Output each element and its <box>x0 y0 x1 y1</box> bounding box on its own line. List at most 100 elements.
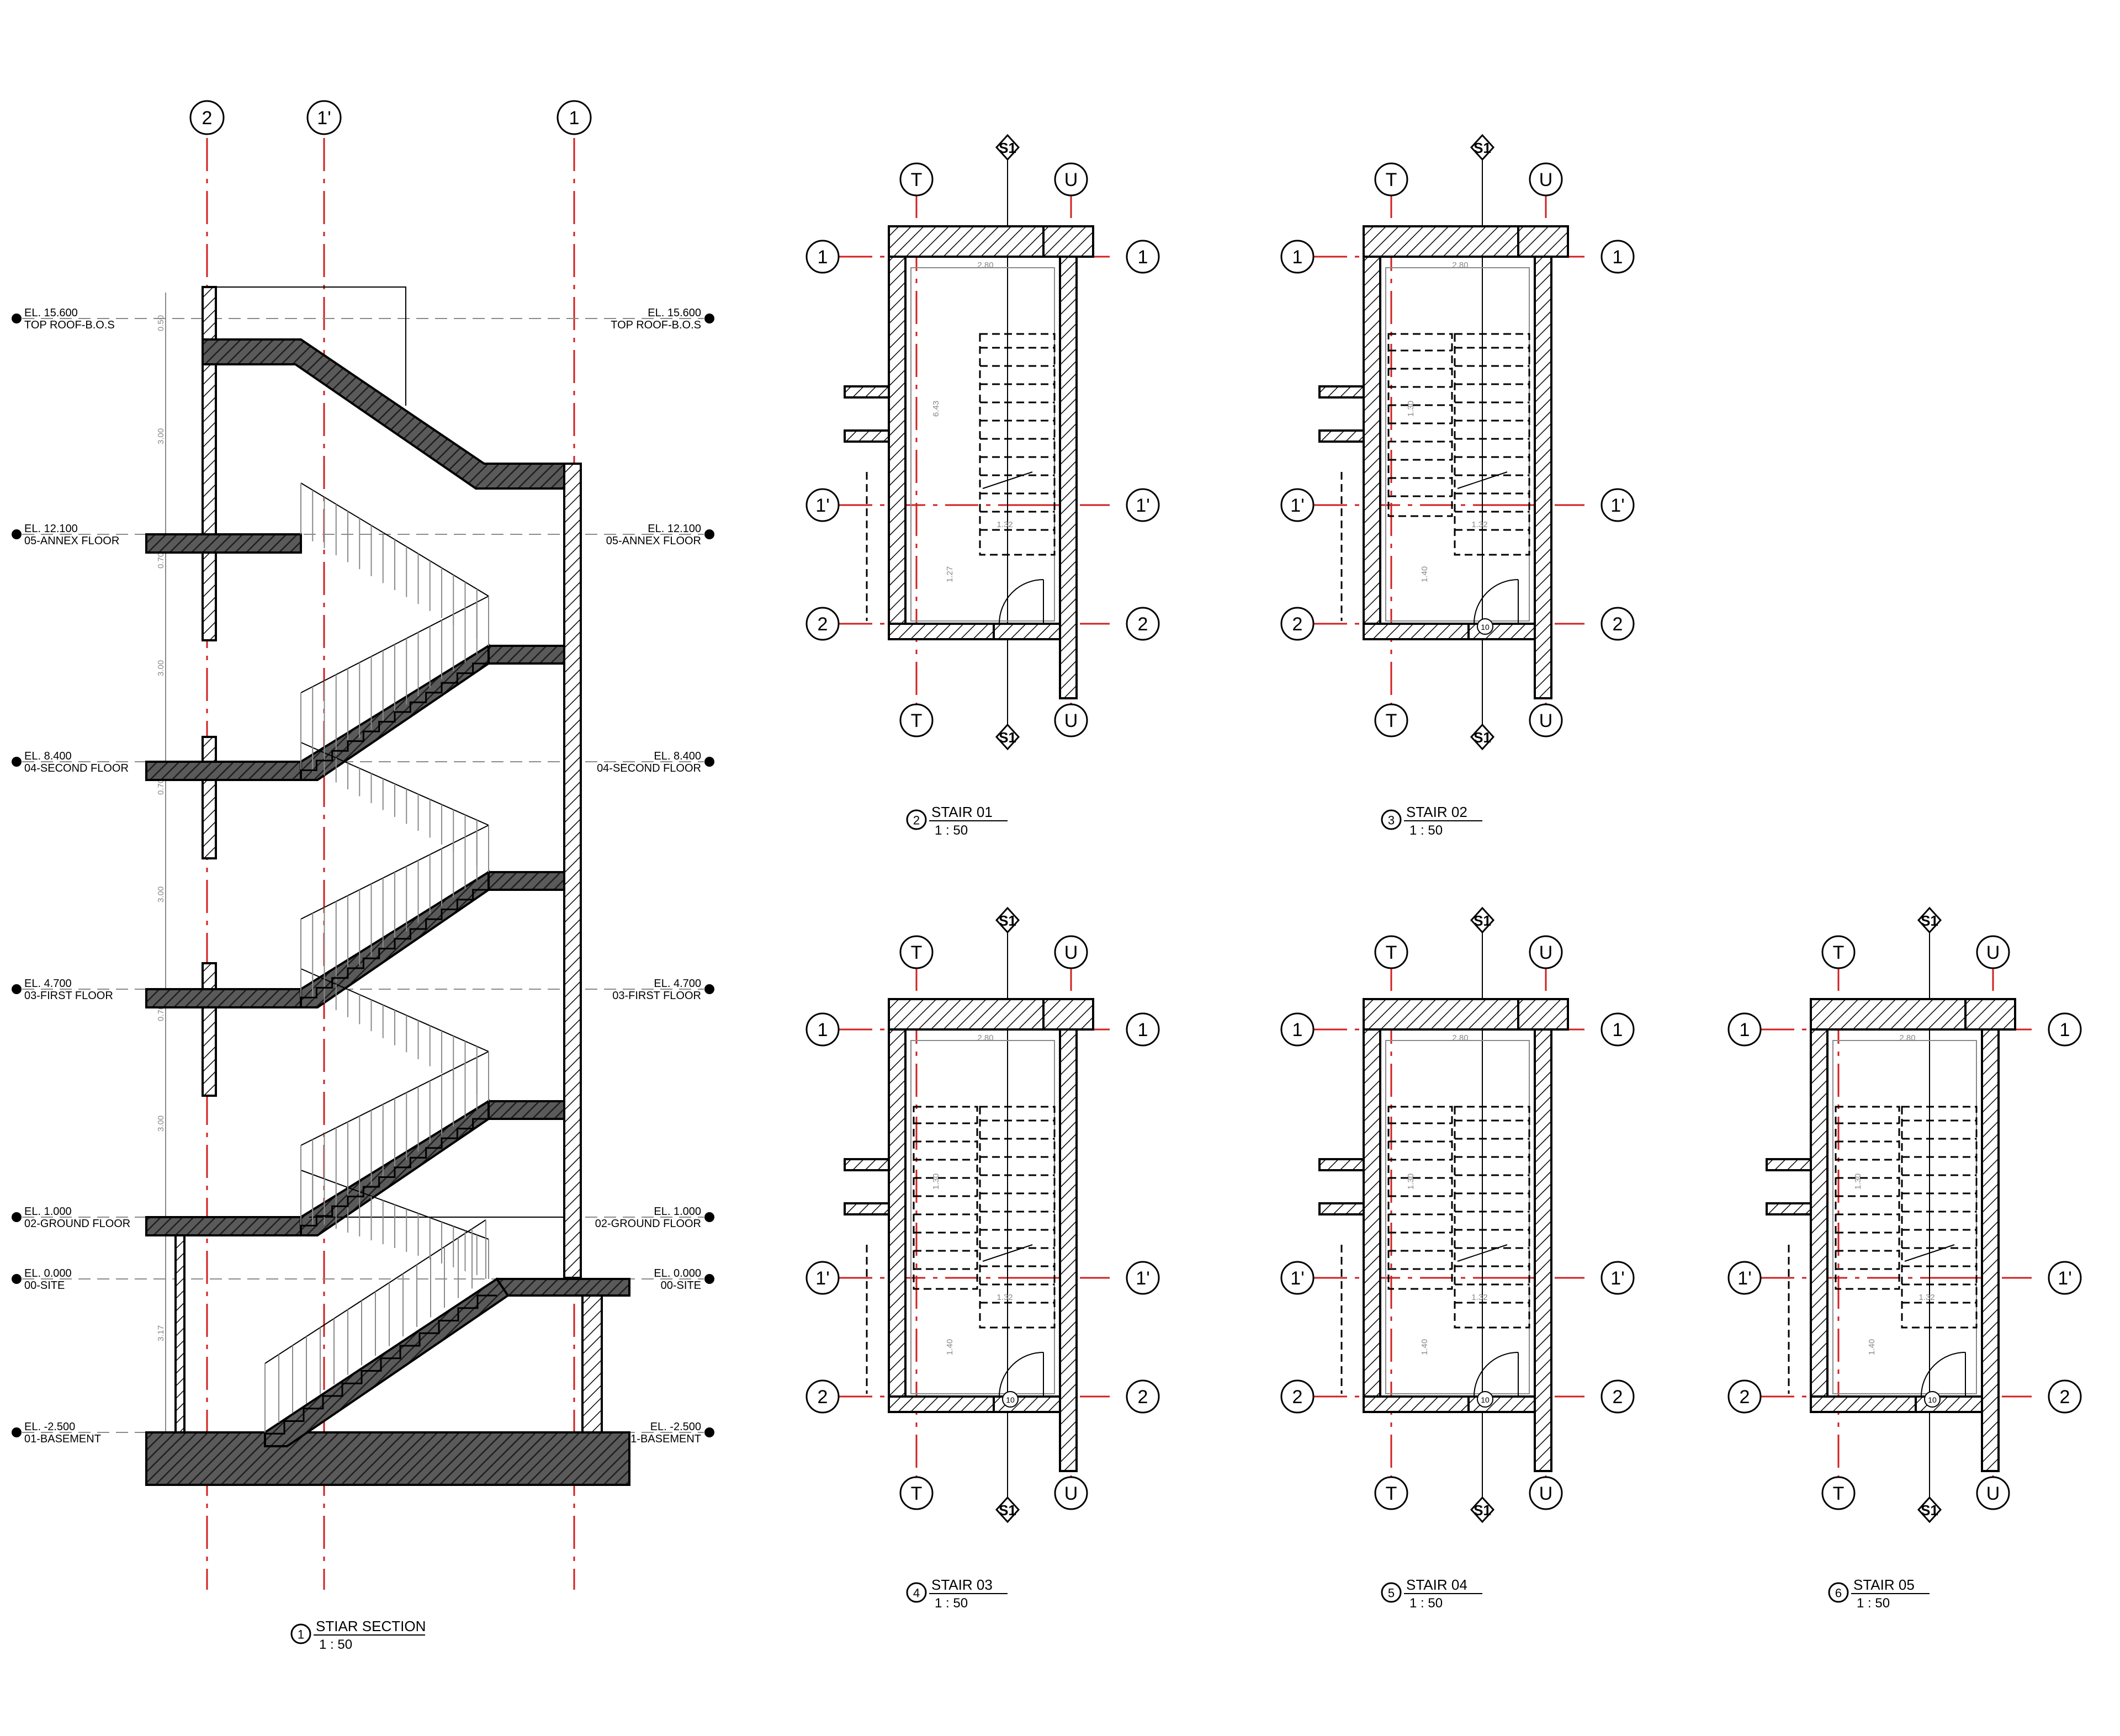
drawing-line <box>1470 134 1495 161</box>
grid-bubble-col[interactable]: U <box>1054 1476 1088 1510</box>
level-marker-annex-left: EL. 12.100 05-ANNEX FLOOR <box>12 523 119 547</box>
grid-bubble-col[interactable]: T <box>1374 935 1408 969</box>
grid-bubble-col[interactable]: T <box>899 162 934 197</box>
grid-bubble-row[interactable]: 1' <box>1727 1261 1762 1295</box>
section-mark-tag[interactable]: S1 <box>1470 723 1495 751</box>
grid-bubble-row[interactable]: 1' <box>1126 488 1160 522</box>
grid-bubble-row[interactable]: 1 <box>1280 240 1315 274</box>
stair-steps <box>300 1118 489 1235</box>
grid-bubble-row[interactable]: 1 <box>1126 1012 1160 1047</box>
section-grid-bubble-1prime[interactable]: 1' <box>306 100 342 135</box>
grid-bubble-row[interactable]: 1' <box>805 1261 840 1295</box>
section-mark-tag[interactable]: S1 <box>995 906 1020 934</box>
grid-bubble-col[interactable]: T <box>1821 1476 1856 1510</box>
grid-bubble-row[interactable]: 2 <box>1600 1379 1635 1414</box>
grid-bubble-row[interactable]: 1' <box>1600 1261 1635 1295</box>
door[interactable] <box>999 579 1044 624</box>
grid-bubble-col[interactable]: U <box>1976 935 2010 969</box>
grid-bubble-row[interactable]: 2 <box>1126 1379 1160 1414</box>
section-mark-tag[interactable]: S1 <box>995 134 1020 161</box>
grid-bubble-row[interactable]: 2 <box>1280 607 1315 641</box>
bottom-wall <box>888 623 1000 640</box>
drawing-line <box>1727 1379 1762 1414</box>
drawing-line <box>1821 935 1856 969</box>
grid-bubble-row[interactable]: 2 <box>1600 607 1635 641</box>
section-mark-tag[interactable]: S1 <box>1470 906 1495 934</box>
grid-bubble-col[interactable]: T <box>1374 703 1408 737</box>
grid-bubble-row[interactable]: 2 <box>1280 1379 1315 1414</box>
grid-label: 2 <box>202 108 213 129</box>
view-scale: 1 : 50 <box>935 1596 968 1611</box>
section-dimension-chain: 0.50 3.00 0.70 3.00 0.70 3.00 0.70 3.00 … <box>156 293 166 1432</box>
grid-bubble-row[interactable]: 1' <box>1126 1261 1160 1295</box>
grid-bubble-row[interactable]: 2 <box>805 1379 840 1414</box>
grid-bubble-col[interactable]: U <box>1529 703 1563 737</box>
door[interactable] <box>1474 1352 1519 1397</box>
grid-bubble-col[interactable]: T <box>899 703 934 737</box>
grid-bubble-row[interactable]: 1' <box>805 488 840 522</box>
grid-bubble-col[interactable]: T <box>899 935 934 969</box>
grid-label: U <box>1539 710 1553 731</box>
grid-bubble-row[interactable]: 2 <box>1126 607 1160 641</box>
grid-bubble-col[interactable]: U <box>1529 1476 1563 1510</box>
dimension-depth: 6.43 <box>931 401 941 417</box>
grid-bubble-col[interactable]: U <box>1529 935 1563 969</box>
grid-label: 1 <box>1292 247 1303 268</box>
grid-label: 1' <box>1136 495 1149 516</box>
section-mark-tag[interactable]: S1 <box>1917 906 1942 934</box>
dimension-value: 3.00 <box>156 660 166 676</box>
section-grid-bubble-1[interactable]: 1 <box>556 100 592 135</box>
section-grid-bubble-2[interactable]: 2 <box>189 100 225 135</box>
grid-bubble-row[interactable]: 1' <box>1280 1261 1315 1295</box>
grid-label: T <box>1386 710 1397 731</box>
section-mark-label: S1 <box>1474 912 1491 929</box>
drawing-line <box>1901 1106 1978 1329</box>
section-mark-label: S1 <box>999 729 1016 746</box>
grid-bubble-row[interactable]: 1 <box>1280 1012 1315 1047</box>
grid-bubble-col[interactable]: T <box>1821 935 1856 969</box>
dimension-landing: 1.40 <box>1420 1339 1429 1355</box>
grid-bubble-col[interactable]: U <box>1054 935 1088 969</box>
grid-bubble-row[interactable]: 1' <box>1280 488 1315 522</box>
door[interactable] <box>1474 579 1519 624</box>
section-mark-tag[interactable]: S1 <box>995 723 1020 751</box>
grid-label: 1' <box>1136 1268 1149 1289</box>
grid-bubble-col[interactable]: U <box>1976 1476 2010 1510</box>
door[interactable] <box>1921 1352 1966 1397</box>
grid-bubble-col[interactable]: U <box>1054 162 1088 197</box>
grid-bubble-col[interactable]: U <box>1529 162 1563 197</box>
grid-bubble-row[interactable]: 1' <box>1600 488 1635 522</box>
grid-bubble-col[interactable]: U <box>1054 703 1088 737</box>
grid-bubble-col[interactable]: T <box>1374 162 1408 197</box>
grid-bubble-row[interactable]: 2 <box>1727 1379 1762 1414</box>
level-name: 03-FIRST FLOOR <box>24 990 113 1002</box>
grid-label: T <box>911 710 923 731</box>
grid-bubble-row[interactable]: 1 <box>805 240 840 274</box>
grid-bubble-row[interactable]: 1 <box>1727 1012 1762 1047</box>
grid-bubble-row[interactable]: 1 <box>1600 1012 1635 1047</box>
drawing-line <box>1280 240 1315 274</box>
drawing-line <box>979 1106 1056 1329</box>
section-mark-tag[interactable]: S1 <box>1470 1496 1495 1523</box>
level-elevation: EL. 4.700 <box>654 978 701 990</box>
grid-bubble-row[interactable]: 1' <box>2048 1261 2082 1295</box>
grid-bubble-row[interactable]: 1 <box>805 1012 840 1047</box>
section-mark-tag[interactable]: S1 <box>1917 1496 1942 1523</box>
grid-bubble-col[interactable]: T <box>899 1476 934 1510</box>
grid-bubble-row[interactable]: 2 <box>2048 1379 2082 1414</box>
drawing-line <box>1280 1012 1315 1047</box>
drawing-line <box>805 1012 840 1047</box>
grid-bubble-row[interactable]: 1 <box>1600 240 1635 274</box>
door[interactable] <box>999 1352 1044 1397</box>
grid-bubble-row[interactable]: 1 <box>2048 1012 2082 1047</box>
grid-bubble-col[interactable]: T <box>1374 1476 1408 1510</box>
level-elevation: EL. 4.700 <box>24 978 72 990</box>
grid-bubble-row[interactable]: 1 <box>1126 240 1160 274</box>
section-mark-tag[interactable]: S1 <box>995 1496 1020 1523</box>
grid-label: T <box>1386 1483 1397 1504</box>
grid-label: 1 <box>1138 247 1148 268</box>
section-mark-tag[interactable]: S1 <box>1470 134 1495 161</box>
grid-bubble-row[interactable]: 2 <box>805 607 840 641</box>
